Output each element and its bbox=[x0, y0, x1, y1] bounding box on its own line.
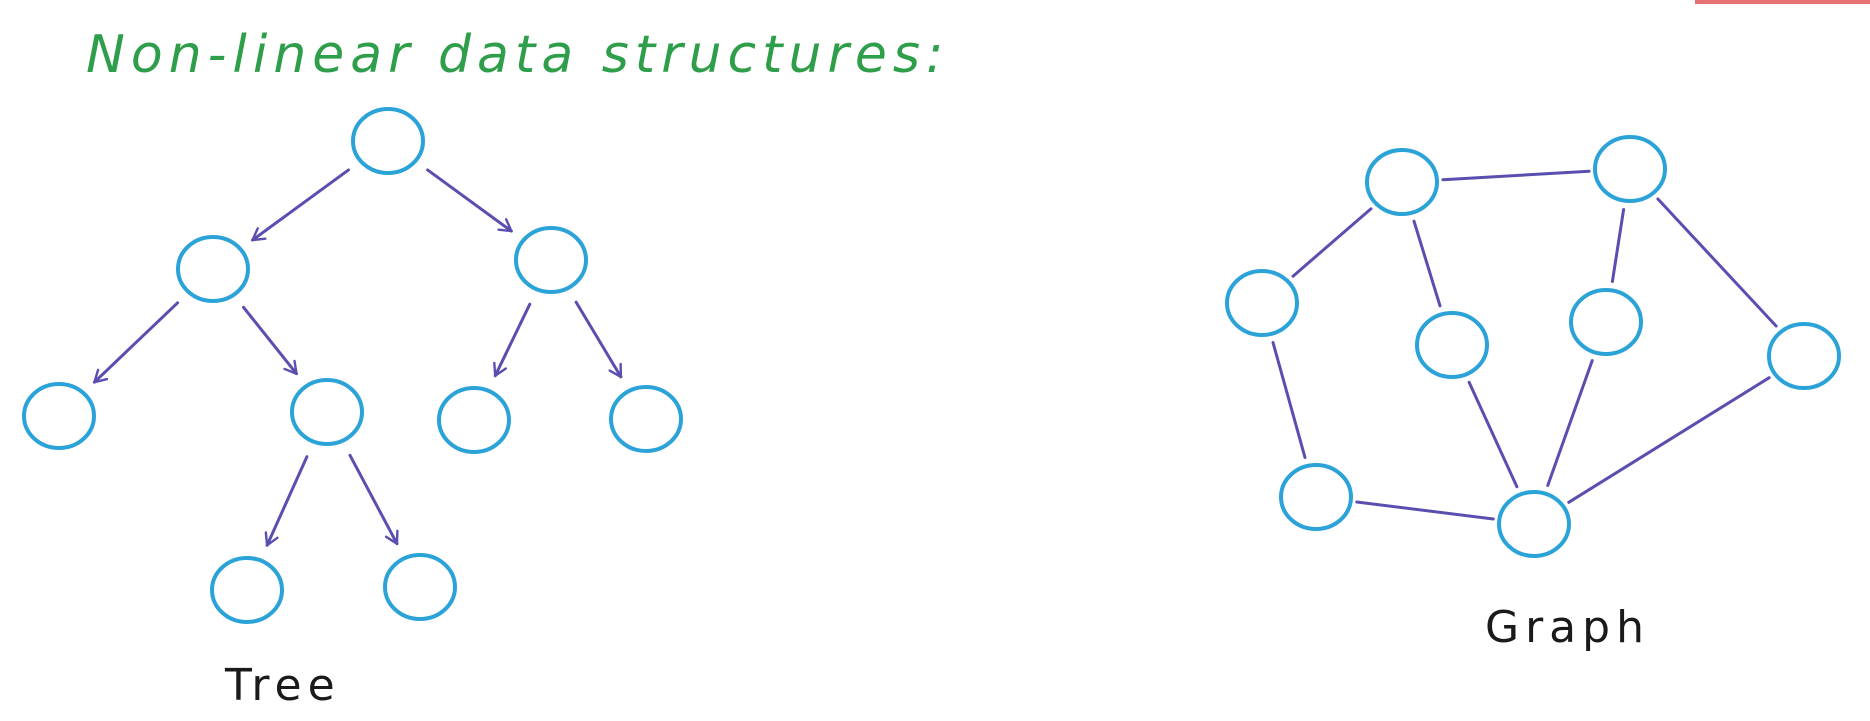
graph-edge-b-f bbox=[1656, 197, 1778, 328]
graph-node-a bbox=[1365, 148, 1439, 216]
tree-edge-lr-lrr bbox=[348, 453, 399, 546]
graph-edges bbox=[1271, 169, 1778, 521]
tree-node-rl bbox=[437, 386, 511, 454]
graph-node-b bbox=[1593, 135, 1667, 203]
graph-edge-a-c bbox=[1291, 207, 1373, 278]
tree-node-lrr bbox=[383, 553, 457, 621]
graph-edge-f-h bbox=[1567, 376, 1771, 504]
corner-accent-bar bbox=[1695, 0, 1870, 4]
graph-node-f bbox=[1767, 322, 1841, 390]
tree-node-lrl bbox=[210, 556, 284, 624]
tree-edge-l-ll bbox=[92, 301, 180, 384]
graph-edge-a-e bbox=[1412, 219, 1442, 308]
page-title: Non-linear data structures: bbox=[86, 25, 949, 85]
tree-node-root bbox=[351, 107, 425, 175]
tree-node-ll bbox=[22, 382, 96, 450]
graph-node-c bbox=[1225, 269, 1299, 337]
tree-edge-r-rr bbox=[574, 300, 623, 379]
graph-edge-b-g bbox=[1610, 208, 1626, 283]
tree-node-r bbox=[514, 226, 588, 294]
tree-label: Tree bbox=[224, 660, 341, 711]
graph-label: Graph bbox=[1485, 602, 1650, 653]
graph-edge-d-h bbox=[1355, 500, 1495, 521]
tree-nodes bbox=[22, 107, 683, 624]
tree-diagram bbox=[22, 107, 683, 624]
graph-edge-e-h bbox=[1467, 380, 1519, 489]
graph-node-d bbox=[1279, 463, 1353, 531]
tree-node-l bbox=[176, 235, 250, 303]
graph-diagram bbox=[1225, 135, 1841, 558]
tree-node-lr bbox=[290, 378, 364, 446]
tree-edges bbox=[92, 168, 623, 547]
graph-node-g bbox=[1569, 288, 1643, 356]
graph-node-h bbox=[1497, 490, 1571, 558]
graph-edge-g-h bbox=[1546, 359, 1594, 487]
tree-edge-l-lr bbox=[242, 305, 298, 376]
graph-node-e bbox=[1415, 311, 1489, 379]
graph-edge-a-b bbox=[1441, 169, 1591, 182]
tree-edge-root-r bbox=[426, 168, 513, 233]
tree-node-rr bbox=[609, 385, 683, 453]
tree-edge-lr-lrl bbox=[264, 455, 309, 547]
tree-edge-root-l bbox=[251, 168, 350, 242]
graph-edge-c-d bbox=[1271, 341, 1307, 459]
graph-nodes bbox=[1225, 135, 1841, 558]
tree-edge-r-rl bbox=[493, 302, 532, 378]
